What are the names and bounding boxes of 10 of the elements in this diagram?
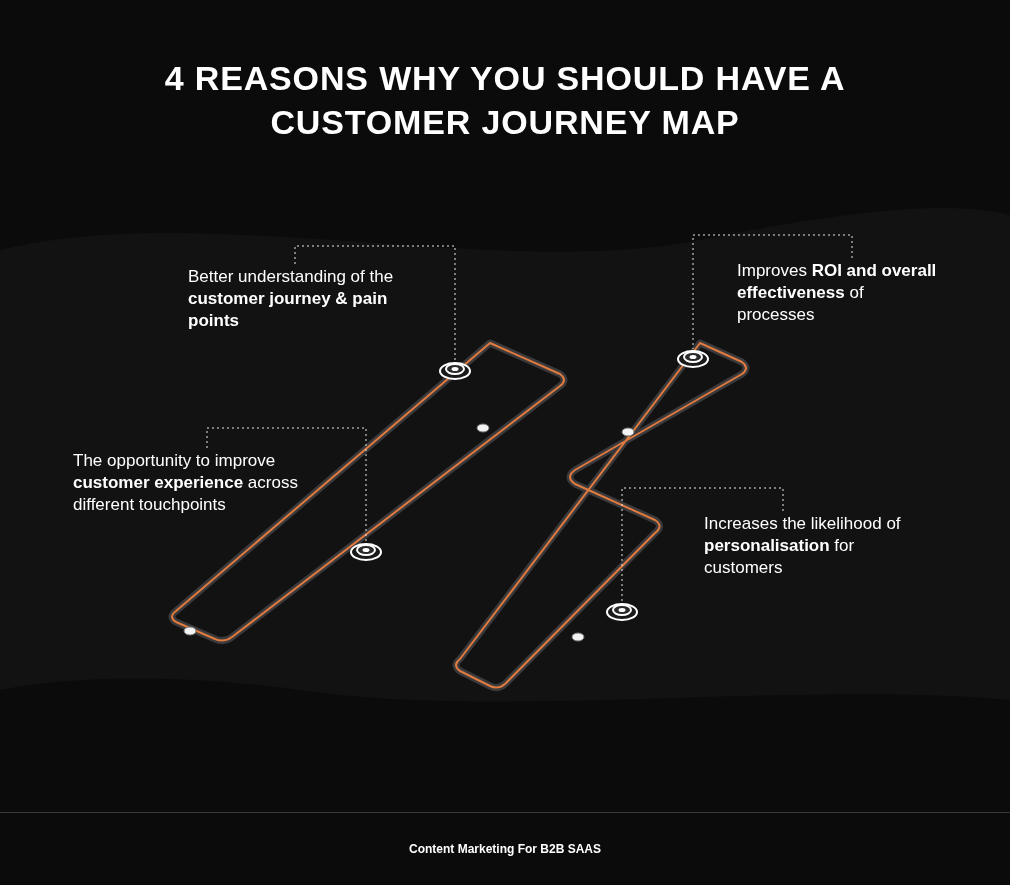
reason-text: Increases the likelihood of personalisation for customers [704, 513, 902, 579]
tagline: Content Marketing For B2B SAAS [408, 841, 602, 858]
leader-line [294, 245, 456, 362]
reason-text: Better understanding of the customer journey & pain points [188, 266, 395, 332]
reason-text: The opportunity to improve customer experience across different touchpoints [73, 450, 299, 516]
title: 4 REASONS WHY YOU SHOULD HAVE A CUSTOMER JOURNEY MAP [163, 58, 847, 143]
leader-line [692, 234, 853, 350]
leader-line [206, 427, 367, 543]
reason-text: Improves ROI and overall effectiveness of processes [737, 260, 937, 326]
leader-line [621, 487, 784, 603]
